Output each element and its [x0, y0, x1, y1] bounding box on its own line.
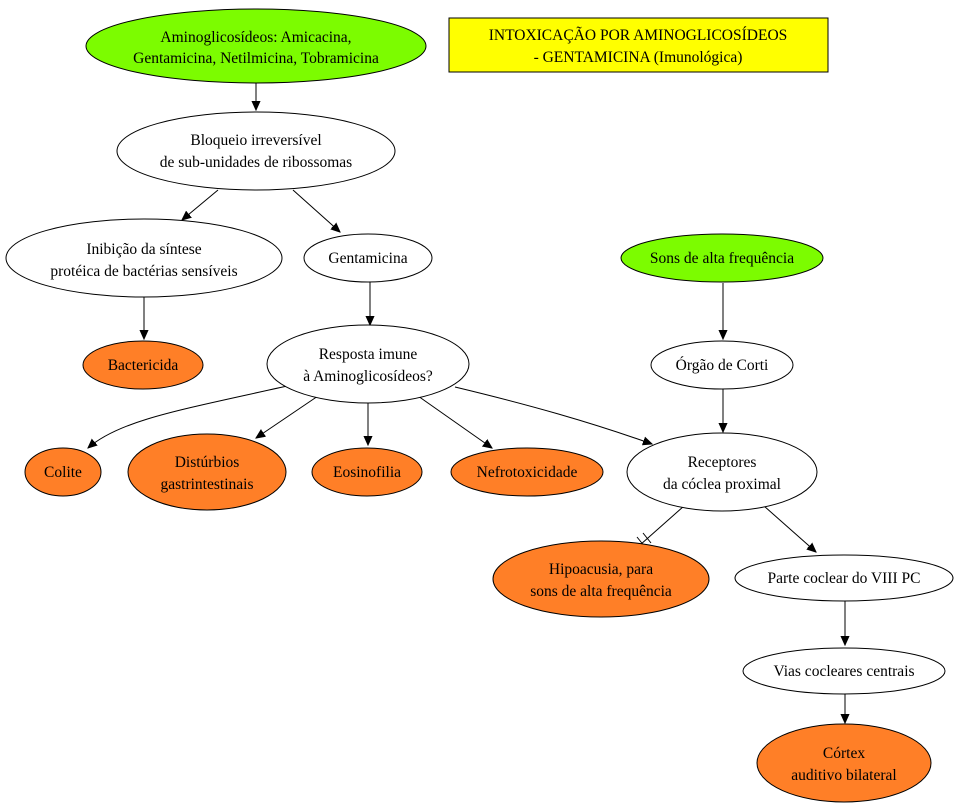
node-nefrotoxicidade: Nefrotoxicidade — [450, 447, 604, 497]
node-resposta-line-1: Resposta imune — [319, 346, 418, 363]
node-nefrotoxicidade-shape — [450, 447, 604, 497]
node-corti: Órgão de Corti — [650, 340, 794, 390]
node-aminoglicosideos-line-2: Gentamicina, Netilmicina, Tobramicina — [133, 50, 379, 67]
node-resposta-line-2: à Aminoglicosídeos? — [303, 368, 433, 385]
node-sons-shape — [620, 233, 824, 283]
node-inibicao-line-1: Inibição da síntese — [86, 241, 201, 258]
node-parte-coclear: Parte coclear do VIII PC — [734, 554, 954, 602]
edge-bloqueio-gentamicina — [292, 189, 340, 232]
node-hipoacusia-shape — [492, 540, 710, 618]
node-resposta: Resposta imune à Aminoglicosídeos? — [266, 324, 470, 404]
edge-receptores-hipoacusia — [639, 505, 685, 546]
node-eosinofilia-shape — [311, 447, 423, 497]
node-sons: Sons de alta frequência — [620, 233, 824, 283]
node-cortex-line-1: Córtex — [823, 745, 865, 762]
edge-bloqueio-inibicao — [182, 189, 219, 220]
node-receptores-line-2: da cóclea proximal — [663, 476, 781, 493]
node-aminoglicosideos: Aminoglicosídeos: Amicacina, Gentamicina… — [85, 8, 427, 84]
node-aminoglicosideos-line-1: Aminoglicosídeos: Amicacina, — [160, 29, 351, 46]
node-cortex-line-2: auditivo bilateral — [791, 767, 896, 784]
node-vias-label: Vias cocleares centrais — [773, 663, 914, 680]
node-parte-coclear-label: Parte coclear do VIII PC — [768, 570, 921, 587]
node-bactericida-shape — [82, 340, 204, 390]
node-corti-label: Órgão de Corti — [676, 357, 769, 374]
node-hipoacusia-line-2: sons de alta frequência — [530, 583, 672, 600]
node-gentamicina-shape — [303, 233, 433, 283]
node-hipoacusia-line-1: Hipoacusia, para — [549, 561, 653, 578]
node-inibicao: Inibição da síntese protéica de bactéria… — [5, 218, 283, 298]
node-disturbios-shape — [127, 433, 287, 511]
node-vias: Vias cocleares centrais — [742, 647, 946, 695]
title-box-background — [448, 17, 829, 73]
edge-receptores-parte-coclear — [763, 505, 816, 552]
node-parte-coclear-shape — [734, 554, 954, 602]
node-disturbios: Distúrbios gastrintestinais — [127, 433, 287, 511]
node-sons-label: Sons de alta frequência — [650, 250, 794, 267]
node-bactericida-label: Bactericida — [108, 357, 179, 374]
title-line-1: INTOXICAÇÃO POR AMINOGLICOSÍDEOS — [489, 27, 788, 44]
node-receptores-line-1: Receptores — [688, 454, 757, 471]
node-aminoglicosideos-shape — [85, 8, 427, 84]
edge-resposta-disturbios — [256, 395, 319, 438]
node-gentamicina: Gentamicina — [303, 233, 433, 283]
node-bloqueio-shape — [116, 111, 396, 191]
node-colite-label: Colite — [44, 464, 82, 481]
node-eosinofilia: Eosinofilia — [311, 447, 423, 497]
node-inibicao-shape — [5, 218, 283, 298]
node-bloqueio-line-1: Bloqueio irreversível — [190, 132, 321, 149]
node-corti-shape — [650, 340, 794, 390]
node-vias-shape — [742, 647, 946, 695]
node-gentamicina-label: Gentamicina — [328, 250, 407, 267]
node-receptores-shape — [626, 432, 818, 512]
node-colite: Colite — [24, 447, 102, 497]
node-bloqueio: Bloqueio irreversível de sub-unidades de… — [116, 111, 396, 191]
title-line-2: - GENTAMICINA (Imunológica) — [534, 49, 743, 66]
edge-resposta-receptores — [454, 386, 652, 444]
node-disturbios-line-1: Distúrbios — [175, 454, 240, 471]
edge-resposta-colite — [88, 385, 288, 448]
node-eosinofilia-label: Eosinofilia — [333, 464, 401, 481]
node-receptores: Receptores da cóclea proximal — [626, 432, 818, 512]
title-box: INTOXICAÇÃO POR AMINOGLICOSÍDEOS - GENTA… — [448, 17, 829, 73]
node-bloqueio-line-2: de sub-unidades de ribossomas — [160, 154, 352, 171]
edges — [88, 83, 845, 723]
node-inibicao-line-2: protéica de bactérias sensíveis — [50, 263, 237, 280]
node-colite-shape — [24, 447, 102, 497]
edge-resposta-nefrotoxicidade — [417, 395, 492, 448]
node-cortex: Córtex auditivo bilateral — [756, 723, 932, 803]
node-resposta-shape — [266, 324, 470, 404]
node-cortex-shape — [756, 723, 932, 803]
node-nefrotoxicidade-label: Nefrotoxicidade — [477, 464, 578, 481]
node-bactericida: Bactericida — [82, 340, 204, 390]
node-hipoacusia: Hipoacusia, para sons de alta frequência — [492, 540, 710, 618]
node-disturbios-line-2: gastrintestinais — [161, 476, 254, 493]
